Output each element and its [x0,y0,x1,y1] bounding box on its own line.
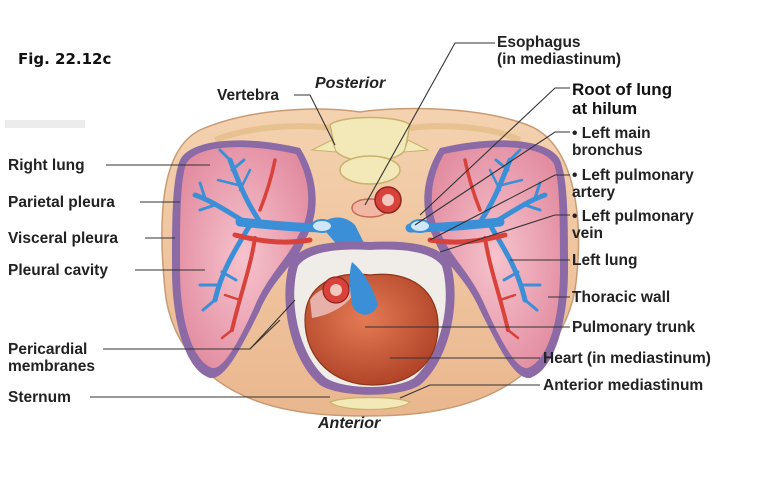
bronchus-line-1: • Left main [572,125,651,142]
esophagus-line-1: Esophagus [497,34,581,51]
parietal-pleura-label: Parietal pleura [8,194,115,211]
thoracic-wall-label: Thoracic wall [572,289,671,306]
bronchus-line-2: bronchus [572,142,643,159]
anterior-label: Anterior [318,415,381,432]
leader-lines [90,42,570,399]
vertebra-label: Vertebra [217,87,280,104]
rib [213,123,331,143]
right-lung-label: Right lung [8,157,85,174]
pericardial-membranes-label: Pericardial membranes [8,341,95,375]
left-pulmonary-vein-label: • Left pulmonary vein [572,208,694,242]
pulmonary-trunk-shape [349,262,378,315]
root-line-2: at hilum [572,99,638,118]
aorta-lumen [382,194,394,206]
pericardial-line-1: Pericardial [8,341,88,358]
artery-line-2: artery [572,184,616,201]
left-bronchial-tree [405,148,548,312]
artery-line-1: • Left pulmonary [572,167,694,184]
pericardial-line-2: membranes [8,358,96,375]
sternum-shape [328,396,412,411]
rib [409,123,522,143]
aortic-root-lumen [330,284,342,296]
sternum-label: Sternum [8,389,71,406]
left-lung-label: Left lung [572,252,638,269]
vein-line-2: vein [572,225,604,242]
bronchus-cut-left [311,219,333,233]
right-pulmonary-vessels [220,158,313,340]
vein-line-1: • Left pulmonary [572,208,694,225]
left-pulmonary-artery-label: • Left pulmonary artery [572,167,694,201]
pleural-cavity-label: Pleural cavity [8,262,108,279]
heart-label: Heart (in mediastinum) [543,350,711,367]
root-of-lung-label: Root of lung at hilum [572,80,672,118]
right-bronchial-tree [192,148,335,312]
esophagus-line-2: (in mediastinum) [497,51,622,68]
anterior-mediastinum-label: Anterior mediastinum [543,377,704,394]
posterior-label: Posterior [315,75,386,92]
visceral-pleura-label: Visceral pleura [8,230,119,247]
left-pulmonary-vessels [427,158,520,340]
background-smudge [5,120,85,128]
figure-label: Fig. 22.12c [18,50,112,68]
vertebra-shape [310,116,430,185]
pulmonary-trunk-label: Pulmonary trunk [572,319,696,336]
esophagus-label: Esophagus (in mediastinum) [497,34,621,68]
root-line-1: Root of lung [572,80,673,99]
bronchus-cut-right [409,219,431,233]
left-main-bronchus-label: • Left main bronchus [572,125,651,159]
